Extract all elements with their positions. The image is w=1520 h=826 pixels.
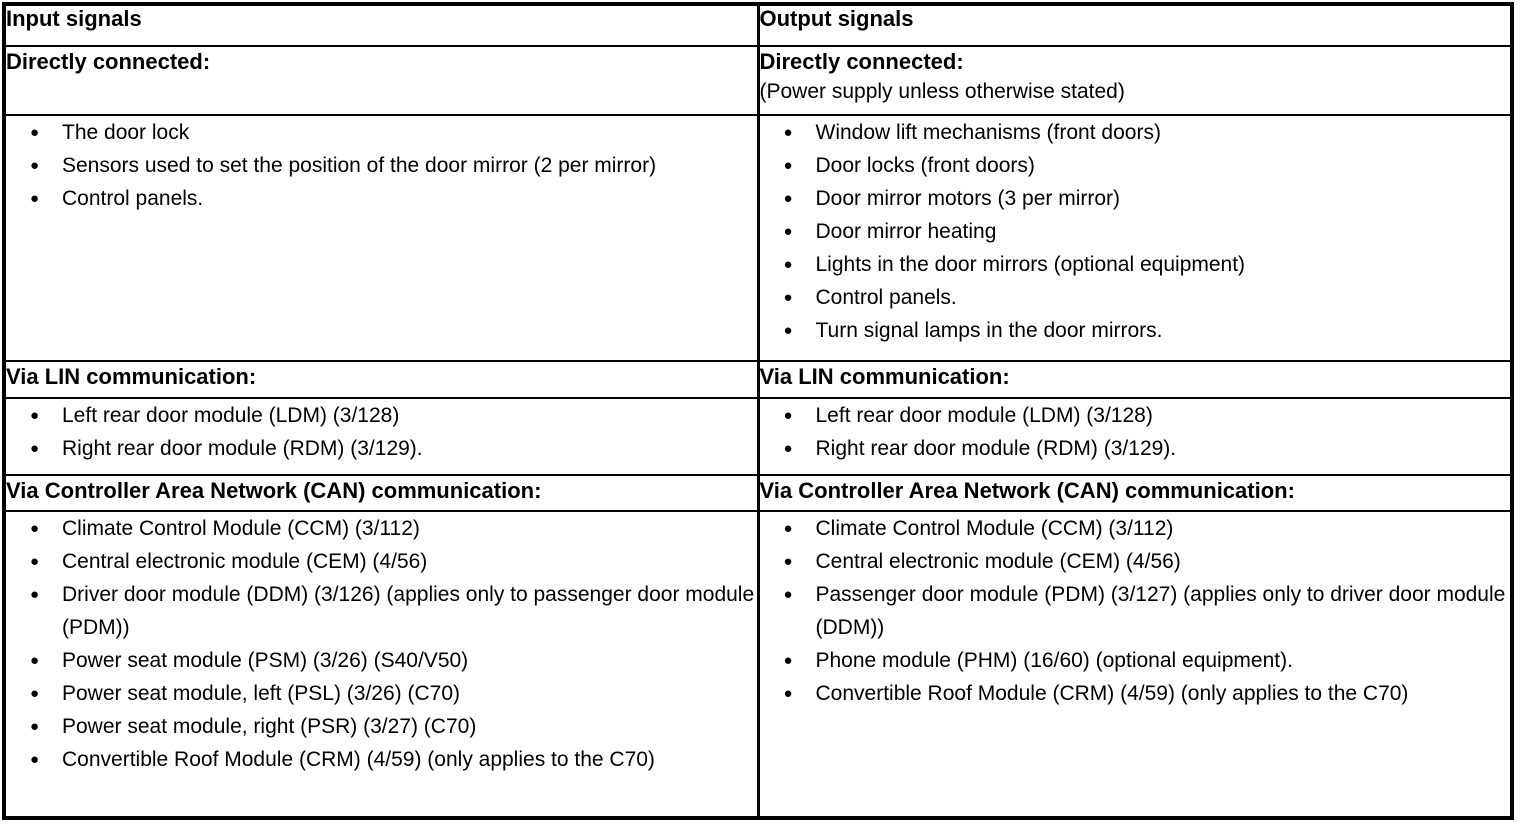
list-item: Turn signal lamps in the door mirrors. (760, 314, 1511, 347)
section-title-row-directly-connected: Directly connected: Directly connected: … (3, 44, 1513, 117)
section-title-row-can: Via Controller Area Network (CAN) commun… (3, 473, 1513, 513)
list-item: Control panels. (760, 281, 1511, 314)
section-subtitle: (Power supply unless otherwise stated) (759, 79, 1125, 103)
list-item: Central electronic module (CEM) (4/56) (760, 545, 1511, 578)
section-title-cell: Via LIN communication: (3, 360, 760, 399)
list-cell: Climate Control Module (CCM) (3/112) Cen… (3, 510, 760, 819)
list-cell: Window lift mechanisms (front doors) Doo… (757, 114, 1513, 363)
section-title-cell: Via Controller Area Network (CAN) commun… (3, 473, 760, 513)
section-list-row-lin: Left rear door module (LDM) (3/128) Righ… (3, 396, 1513, 476)
list-item: Door mirror heating (760, 215, 1511, 248)
list-item: Power seat module, right (PSR) (3/27) (C… (6, 710, 757, 743)
bullet-list: Left rear door module (LDM) (3/128) Righ… (6, 399, 757, 465)
list-item: Central electronic module (CEM) (4/56) (6, 545, 757, 578)
section-title-cell: Directly connected: (Power supply unless… (757, 44, 1513, 117)
list-item: Power seat module, left (PSL) (3/26) (C7… (6, 677, 757, 710)
list-item: Right rear door module (RDM) (3/129). (760, 432, 1511, 465)
list-item: Sensors used to set the position of the … (6, 149, 757, 182)
section-title: Via Controller Area Network (CAN) commun… (6, 477, 542, 503)
section-list-row-can: Climate Control Module (CCM) (3/112) Cen… (3, 510, 1513, 819)
bullet-list: The door lock Sensors used to set the po… (6, 116, 757, 215)
list-item: Control panels. (6, 182, 757, 215)
list-item: Door locks (front doors) (760, 149, 1511, 182)
list-item: Power seat module (PSM) (3/26) (S40/V50) (6, 644, 757, 677)
section-title-cell: Via Controller Area Network (CAN) commun… (757, 473, 1513, 513)
list-item: Climate Control Module (CCM) (3/112) (6, 512, 757, 545)
bullet-list: Left rear door module (LDM) (3/128) Righ… (760, 399, 1511, 465)
section-title: Via LIN communication: (6, 364, 257, 390)
section-title-cell: Via LIN communication: (757, 360, 1513, 399)
list-cell: Left rear door module (LDM) (3/128) Righ… (3, 396, 760, 476)
col-header-input-signals: Input signals (3, 3, 760, 47)
list-item: Driver door module (DDM) (3/126) (applie… (6, 578, 757, 644)
section-title: Directly connected: (759, 48, 964, 74)
list-item: Convertible Roof Module (CRM) (4/59) (on… (6, 743, 757, 776)
list-cell: The door lock Sensors used to set the po… (3, 114, 760, 363)
list-item: Left rear door module (LDM) (3/128) (6, 399, 757, 432)
bullet-list: Window lift mechanisms (front doors) Doo… (760, 116, 1511, 347)
list-cell: Climate Control Module (CCM) (3/112) Cen… (757, 510, 1513, 819)
list-item: Phone module (PHM) (16/60) (optional equ… (760, 644, 1511, 677)
list-item: Passenger door module (PDM) (3/127) (app… (760, 578, 1511, 644)
table-header-row: Input signals Output signals (3, 3, 1513, 47)
section-title-row-lin: Via LIN communication: Via LIN communica… (3, 360, 1513, 399)
list-cell: Left rear door module (LDM) (3/128) Righ… (757, 396, 1513, 476)
section-title-cell: Directly connected: (3, 44, 760, 117)
list-item: Convertible Roof Module (CRM) (4/59) (on… (760, 677, 1511, 710)
list-item: Door mirror motors (3 per mirror) (760, 182, 1511, 215)
list-item: Window lift mechanisms (front doors) (760, 116, 1511, 149)
bullet-list: Climate Control Module (CCM) (3/112) Cen… (6, 512, 757, 776)
list-item: Climate Control Module (CCM) (3/112) (760, 512, 1511, 545)
section-title: Via Controller Area Network (CAN) commun… (759, 477, 1295, 503)
section-title: Directly connected: (6, 48, 211, 74)
col-header-output-signals: Output signals (757, 3, 1513, 47)
bullet-list: Climate Control Module (CCM) (3/112) Cen… (760, 512, 1511, 710)
list-item: The door lock (6, 116, 757, 149)
section-list-row-directly-connected: The door lock Sensors used to set the po… (3, 114, 1513, 363)
list-item: Lights in the door mirrors (optional equ… (760, 248, 1511, 281)
section-title: Via LIN communication: (759, 364, 1010, 390)
list-item: Left rear door module (LDM) (3/128) (760, 399, 1511, 432)
list-item: Right rear door module (RDM) (3/129). (6, 432, 757, 465)
